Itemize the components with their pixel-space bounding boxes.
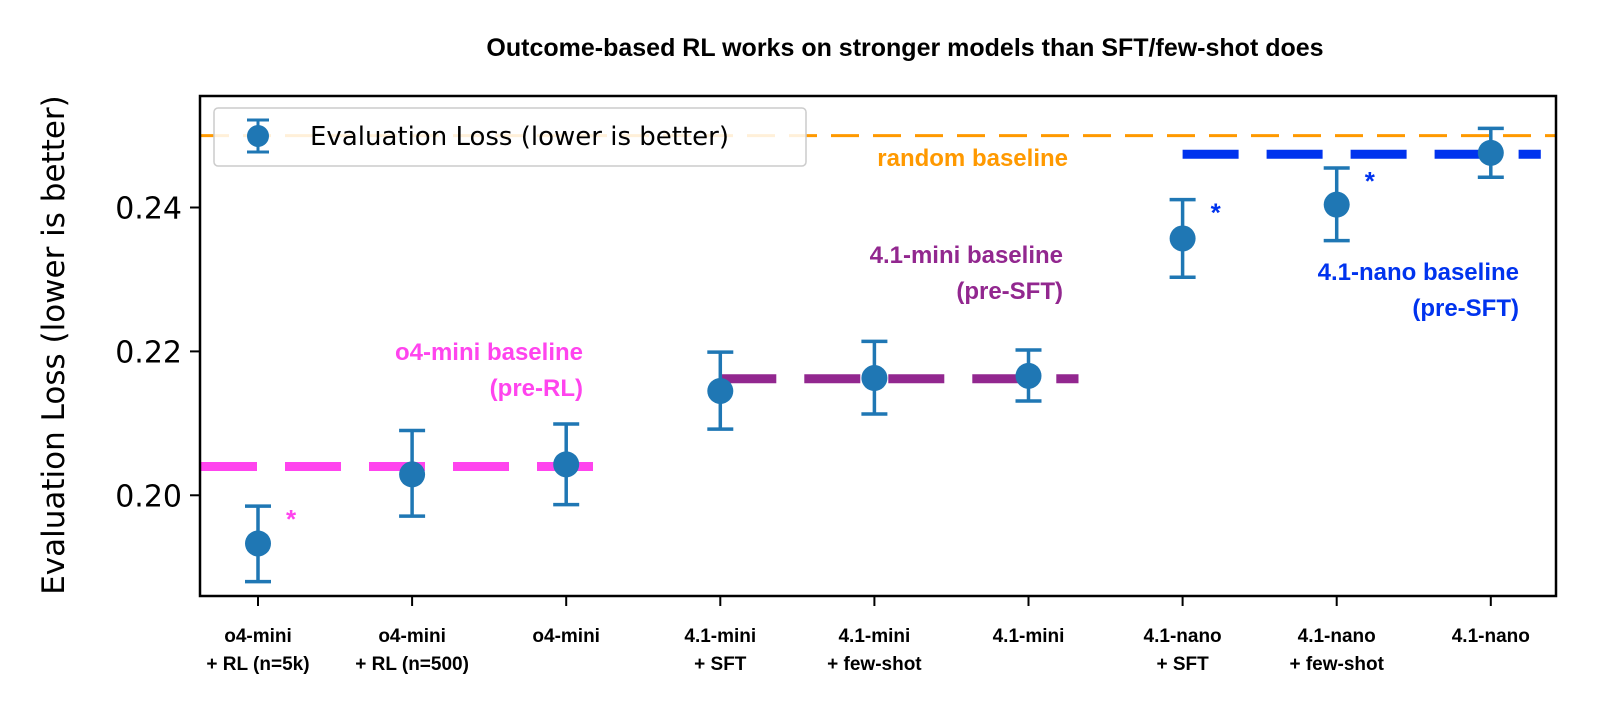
baseline-label-2-1: (pre-SFT) [956,278,1063,305]
x-tick-label-4-1: + few-shot [827,654,922,675]
legend-box [213,107,807,167]
x-tick-label-3-1: + SFT [694,654,747,675]
x-tick-label-7-1: + few-shot [1289,654,1384,675]
data-point-2 [553,451,580,478]
annotations-layer: * * * [286,166,1376,534]
baseline-label-3-1: (pre-SFT) [1412,295,1519,322]
data-point-5 [1015,362,1042,389]
y-tick-label-2: 0.24 [115,192,182,227]
x-tick-label-0-0: o4-mini [224,626,292,647]
x-tick-label-6-1: + SFT [1156,654,1209,675]
x-tick-label-2-0: o4-mini [532,626,600,647]
x-tick-label-8-0: 4.1-nano [1452,626,1530,647]
significance-star-2: * [1365,166,1376,196]
y-axis-label-group: Evaluation Loss (lower is better) [36,95,72,595]
legend: Evaluation Loss (lower is better) [213,107,807,167]
baseline-label-2-0: 4.1-mini baseline [870,242,1063,269]
x-tick-label-1-0: o4-mini [378,626,446,647]
legend-label: Evaluation Loss (lower is better) [310,122,729,152]
significance-star-0: * [286,504,297,534]
chart-title: Outcome-based RL works on stronger model… [486,34,1323,62]
x-tick-label-7-0: 4.1-nano [1298,626,1376,647]
baseline-label-3-0: 4.1-nano baseline [1318,259,1519,286]
x-tick-label-4-0: 4.1-mini [838,626,910,647]
legend-marker [247,118,269,154]
data-point-0 [245,530,271,557]
baselines-layer: random baseline o4-mini baseline (pre-RL) 4… [201,134,1555,472]
y-tick-label-1: 0.22 [115,335,182,370]
data-point-7 [1323,191,1350,218]
baseline-label-1-1: (pre-RL) [490,375,583,402]
points-layer [245,139,1504,557]
x-tick-label-3-0: 4.1-mini [684,626,756,647]
significance-star-1: * [1211,198,1222,228]
x-tick-label-1-1: + RL (n=500) [355,654,469,675]
data-point-3 [707,377,734,404]
x-tick-label-5-0: 4.1-mini [993,626,1065,647]
x-tick-label-0-1: + RL (n=5k) [206,654,309,675]
y-ticks-layer: 0.20 0.22 0.24 [115,192,200,514]
y-axis-label: Evaluation Loss (lower is better) [36,95,72,595]
baseline-label-0-0: random baseline [877,145,1068,172]
data-point-8 [1477,139,1504,166]
y-tick-label-0: 0.20 [115,479,182,514]
x-ticks-layer: o4-mini + RL (n=5k) o4-mini + RL (n=500) o4-… [206,596,1530,675]
data-point-6 [1169,225,1196,252]
data-point-4 [861,365,888,392]
baseline-label-1-0: o4-mini baseline [395,339,583,366]
x-tick-label-6-0: 4.1-nano [1144,626,1222,647]
plot-frame [198,94,1558,598]
data-point-1 [399,461,426,488]
errorbars-layer [245,126,1504,584]
